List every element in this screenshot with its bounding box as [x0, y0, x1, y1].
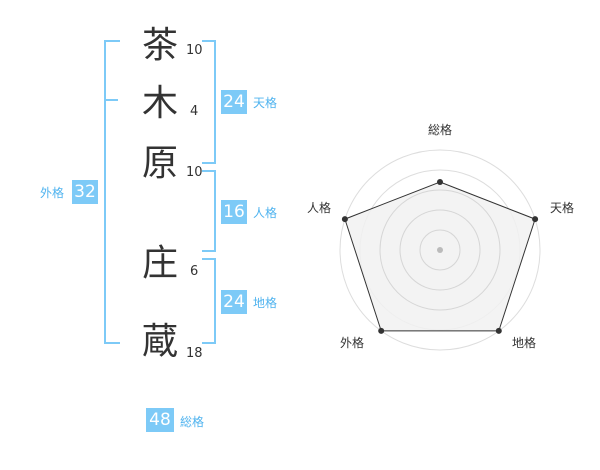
chikaku-label: 地格 — [253, 296, 278, 310]
radar-center-point — [437, 247, 443, 253]
chikaku-value: 24 — [221, 290, 247, 314]
radar-ring-front-3 — [379, 189, 501, 311]
stroke-count-1: 10 — [186, 43, 203, 58]
radar-point-3 — [495, 327, 502, 334]
radar-ring-5 — [339, 149, 541, 351]
radar-points — [341, 179, 539, 334]
gaikaku-value: 32 — [72, 180, 98, 204]
jinkaku-label: 人格 — [253, 206, 278, 220]
radar-point-1 — [437, 179, 443, 185]
name-char-4: 庄 — [141, 243, 178, 284]
stroke-count-4: 6 — [190, 264, 199, 279]
gaikaku-label: 外格 — [40, 186, 65, 200]
radar-label-gaikaku: 外格 — [340, 335, 364, 350]
soukaku-value: 48 — [146, 408, 174, 432]
radar-ring-front-1 — [419, 229, 461, 271]
radar-grid-front — [379, 189, 501, 311]
jinkaku-value: 16 — [221, 200, 247, 224]
stroke-count-3: 10 — [186, 165, 203, 180]
soukaku-label: 総格 — [180, 415, 205, 429]
stroke-count-2: 4 — [190, 104, 199, 119]
name-char-3: 原 — [141, 143, 178, 184]
tenkaku-bracket — [202, 40, 216, 164]
radar-axis-labels: 総格 天格 地格 外格 人格 — [307, 122, 574, 350]
radar-label-chikaku: 地格 — [512, 335, 536, 350]
radar-label-soukaku: 総格 — [428, 122, 452, 137]
radar-data-area — [344, 181, 536, 332]
gaikaku-bracket — [104, 40, 120, 344]
radar-point-4 — [378, 327, 385, 334]
name-char-5: 蔵 — [141, 321, 178, 362]
tenkaku-label: 天格 — [253, 96, 278, 110]
gaikaku-bracket-inner-tick — [104, 99, 118, 101]
jinkaku-bracket — [202, 170, 216, 252]
radar-point-5 — [341, 216, 348, 223]
radar-label-jinkaku: 人格 — [307, 200, 331, 215]
name-char-2: 木 — [141, 83, 178, 124]
radar-point-2 — [532, 216, 539, 223]
radar-ring-front-2 — [399, 209, 481, 291]
radar-label-tenkaku: 天格 — [550, 200, 574, 215]
chikaku-bracket — [202, 258, 216, 344]
name-char-1: 茶 — [141, 25, 178, 66]
stroke-count-5: 18 — [186, 346, 203, 361]
tenkaku-value: 24 — [221, 90, 247, 114]
